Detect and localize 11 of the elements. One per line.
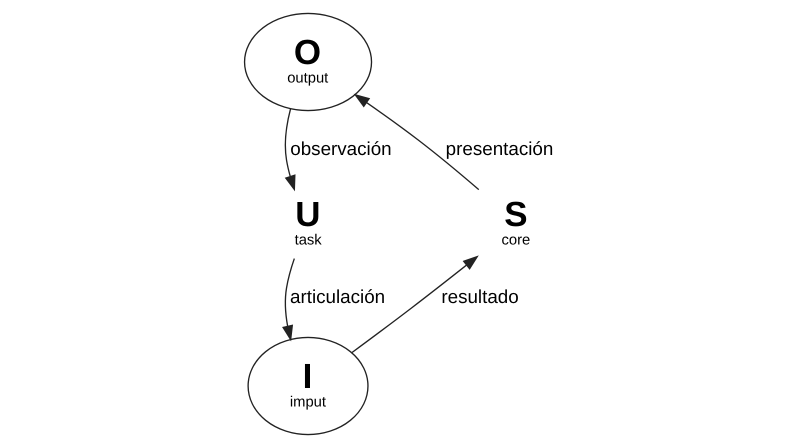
arrow: [282, 258, 294, 342]
edge-label: presentación: [445, 138, 553, 160]
edge-label: observación: [290, 138, 392, 160]
node-ellipse: I imput: [246, 336, 368, 436]
arrow: [353, 94, 479, 190]
node-text: U task: [294, 194, 322, 249]
edge-label: articulación: [290, 286, 385, 307]
arrow: [284, 108, 295, 192]
arrow: [351, 255, 478, 354]
edge-label: resultado: [440, 286, 518, 307]
node-text: S core: [501, 194, 530, 249]
